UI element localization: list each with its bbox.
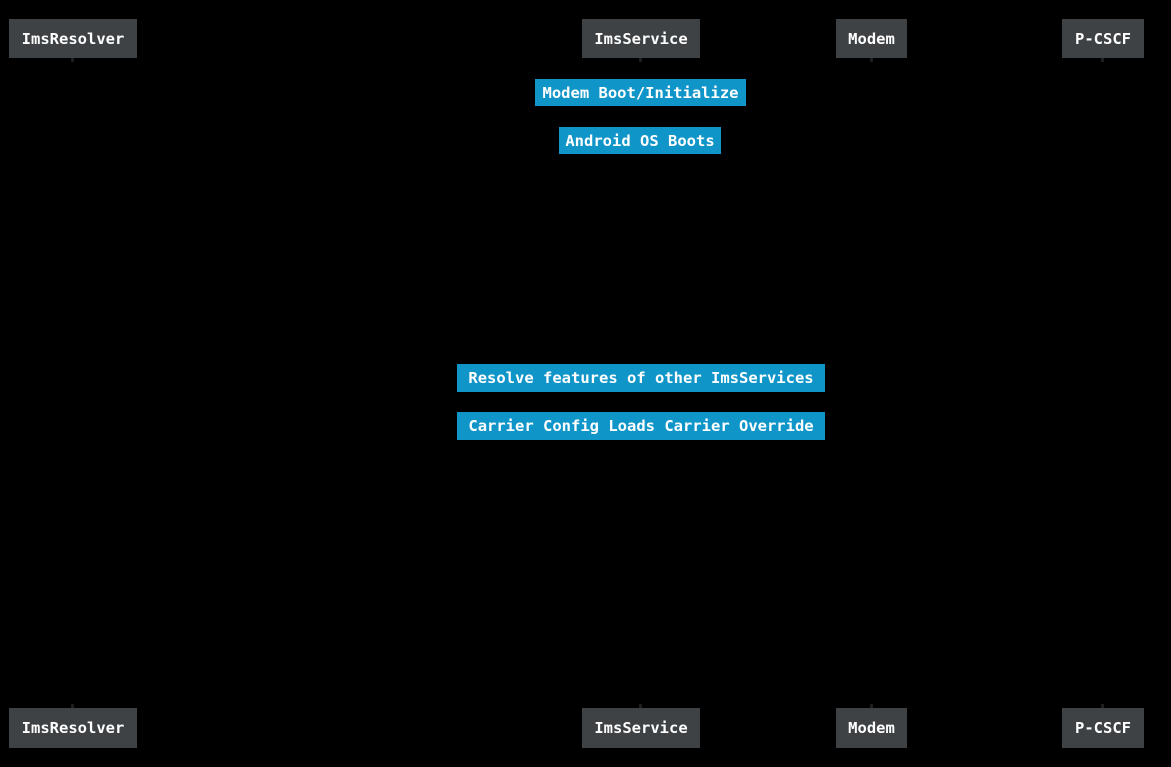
lifeline-stub bbox=[1101, 704, 1104, 708]
participant-imsservice-top: ImsService bbox=[582, 19, 700, 58]
lifeline-stub bbox=[71, 704, 74, 708]
lifeline-stub bbox=[71, 58, 74, 62]
lifeline-stub bbox=[639, 704, 642, 708]
participant-imsservice-bottom: ImsService bbox=[582, 708, 700, 748]
participant-pcscf-bottom: P-CSCF bbox=[1062, 708, 1144, 748]
lifeline-stub bbox=[639, 58, 642, 62]
lifeline-stub bbox=[1101, 58, 1104, 62]
lifeline-stub bbox=[870, 704, 873, 708]
participant-imsresolver-bottom: ImsResolver bbox=[9, 708, 137, 748]
participant-pcscf-top: P-CSCF bbox=[1062, 19, 1144, 58]
note-modem-boot-initialize: Modem Boot/Initialize bbox=[535, 79, 746, 106]
note-carrier-config-override: Carrier Config Loads Carrier Override bbox=[457, 412, 825, 440]
participant-modem-top: Modem bbox=[836, 19, 907, 58]
note-android-os-boots: Android OS Boots bbox=[559, 127, 721, 154]
note-resolve-features: Resolve features of other ImsServices bbox=[457, 364, 825, 392]
participant-imsresolver-top: ImsResolver bbox=[9, 19, 137, 58]
participant-modem-bottom: Modem bbox=[836, 708, 907, 748]
lifeline-stub bbox=[870, 58, 873, 62]
